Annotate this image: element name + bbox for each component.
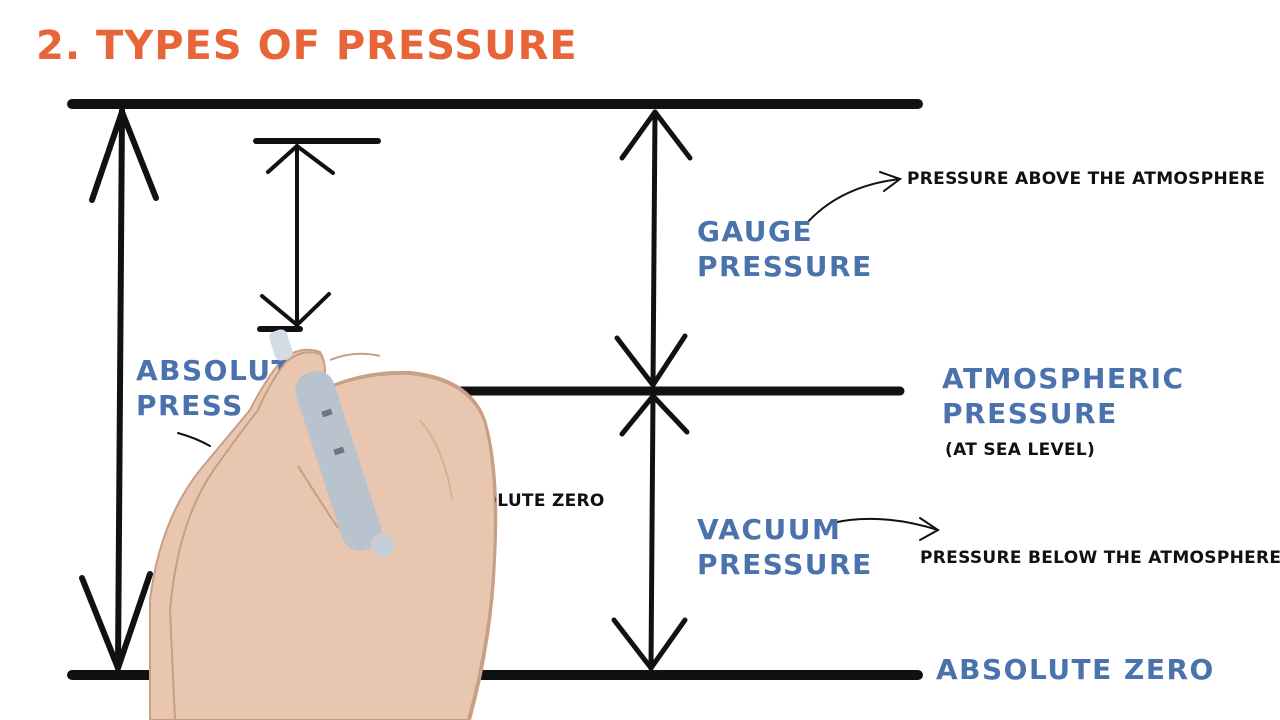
vacuum-pressure-label: VACUUM PRESSURE [697,512,873,582]
above-note-pointer [805,171,903,225]
page-title: 2. TYPES OF PRESSURE [36,23,578,69]
vacuum-pressure-line-2: PRESSURE [697,548,873,581]
absolute-pressure-pointer [177,432,211,447]
gauge-pressure-label: GAUGE PRESSURE [697,214,873,284]
vacuum-pressure-line-1: VACUUM [697,513,842,546]
atmospheric-pressure-line-1: ATMOSPHERIC [942,362,1185,395]
gauge-pressure-line-2: PRESSURE [697,250,873,283]
small-pressure-arrow [253,138,381,332]
pressure-below-note: PRESSURE BELOW THE ATMOSPHERE [920,548,1280,568]
absolute-zero-label: ABSOLUTE ZERO [936,653,1215,686]
atmospheric-pressure-line-2: PRESSURE [942,397,1118,430]
gauge-pressure-arrow [614,109,693,388]
sea-level-note: (AT SEA LEVEL) [945,440,1096,460]
gauge-pressure-line-1: GAUGE [697,215,814,248]
absolute-zero-partial-label: SOLUTE ZERO [470,491,605,511]
vacuum-pressure-arrow [611,393,690,671]
atmospheric-pressure-label: ATMOSPHERIC PRESSURE [942,361,1185,431]
pressure-above-note: PRESSURE ABOVE THE ATMOSPHERE [907,169,1266,189]
absolute-pressure-line-2: PRESS [136,389,244,422]
absolute-pressure-arrow [79,107,159,671]
below-note-pointer [831,517,940,541]
